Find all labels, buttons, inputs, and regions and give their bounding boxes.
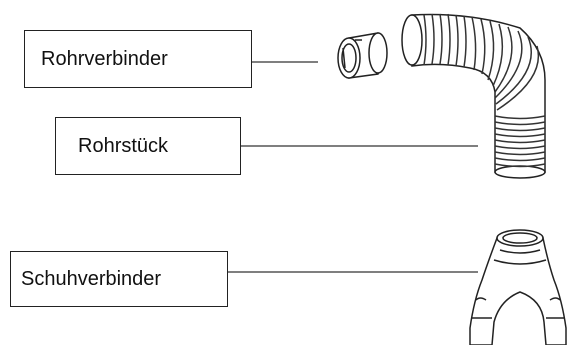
label-rohrstueck: Rohrstück [55,117,241,175]
label-rohrstueck-text: Rohrstück [78,135,169,157]
hose-part [401,13,546,179]
label-rohrverbinder-text: Rohrverbinder [41,48,168,70]
label-schuhverbinder: Schuhverbinder [10,251,228,307]
shoe-connector-part [469,229,567,345]
label-rohrverbinder: Rohrverbinder [24,30,252,88]
pipe-connector-part [337,32,388,79]
label-schuhverbinder-text: Schuhverbinder [21,268,162,290]
